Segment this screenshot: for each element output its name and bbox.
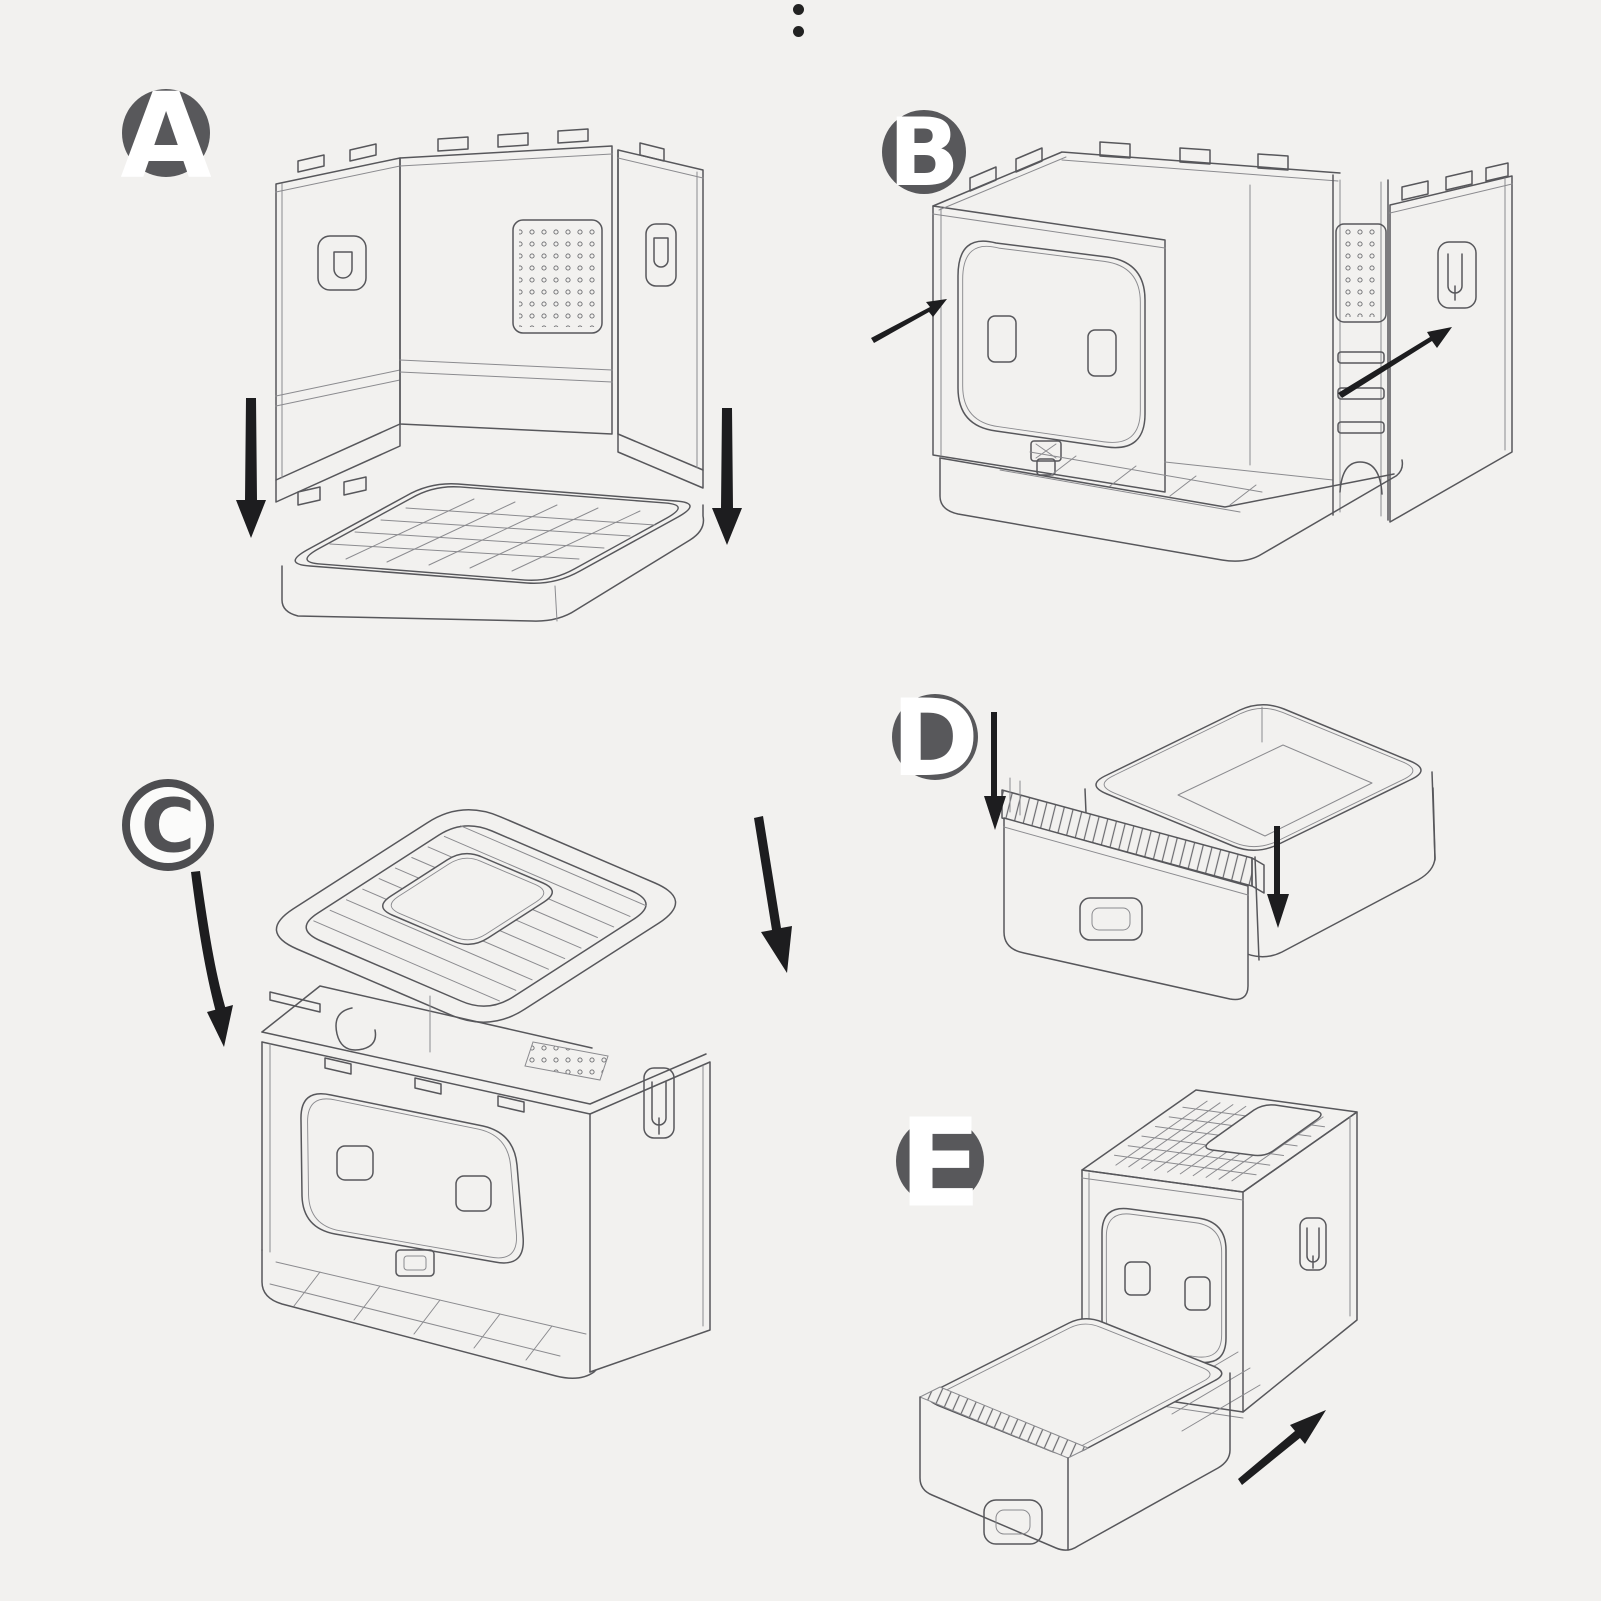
lid-opening — [382, 852, 553, 946]
arrow-push — [871, 299, 947, 343]
pulled-out-drawer — [919, 1318, 1231, 1551]
drawer-handle — [1079, 897, 1143, 941]
drawer-front — [1003, 817, 1249, 1001]
front-panel — [932, 205, 1166, 493]
magnet-pad — [336, 1145, 374, 1181]
base-tray — [281, 483, 705, 622]
arrow-down — [712, 408, 742, 545]
arrow-slide — [1238, 1410, 1326, 1485]
step-e-badge: E — [896, 1102, 984, 1224]
magnet-pad — [1184, 1276, 1211, 1311]
vent-grid — [1335, 223, 1387, 323]
step-a-drawing — [236, 128, 742, 622]
drawer-handle — [983, 1499, 1043, 1545]
fold-hinge-column — [1332, 174, 1389, 521]
step-d-badge: D — [891, 686, 979, 792]
latch — [1030, 440, 1062, 462]
waste-drawer — [1001, 777, 1265, 1001]
step-b-label: B — [888, 98, 960, 208]
magnet-pad — [455, 1175, 492, 1212]
box-body — [261, 985, 711, 1379]
arrow-down — [754, 816, 792, 973]
pagination-dot — [792, 26, 804, 37]
vent-grid — [512, 219, 603, 334]
vent-grid — [524, 1041, 609, 1081]
arrow-down — [191, 871, 227, 1016]
pagination-dots — [789, 4, 807, 37]
step-c-label: C — [140, 783, 196, 870]
arrow-down — [236, 398, 266, 538]
step-d-label: D — [891, 677, 979, 801]
arrow-push — [1338, 327, 1452, 398]
arrow-down — [207, 1005, 233, 1047]
handle-cutout — [1299, 1217, 1327, 1271]
step-b-drawing — [871, 141, 1513, 562]
handle-cutout — [645, 223, 677, 287]
rim-bar — [269, 991, 321, 1013]
magnet-pad — [1124, 1261, 1151, 1296]
base-tray — [939, 451, 1404, 562]
door-opening — [300, 1093, 524, 1264]
step-b-badge: B — [882, 106, 966, 200]
filter-grate — [919, 1386, 1089, 1459]
top-rim-tabs — [932, 141, 1341, 481]
handle-cutout — [1437, 241, 1477, 309]
magnet-pad — [1087, 329, 1117, 377]
step-d-drawing — [984, 704, 1436, 1001]
latch — [395, 1249, 435, 1277]
step-c-drawing — [191, 809, 792, 1379]
box-right-side — [1242, 1111, 1358, 1413]
magnet-pad — [987, 315, 1017, 363]
arrow-down — [1267, 826, 1289, 928]
door-opening — [957, 240, 1146, 449]
right-panel — [1389, 162, 1513, 523]
step-e-drawing — [919, 1089, 1358, 1551]
assembled-box — [1081, 1089, 1358, 1419]
top-lid — [275, 809, 677, 1023]
step-e-label: E — [898, 1092, 982, 1235]
side-panel-right — [617, 142, 704, 489]
step-a-badge: A — [120, 76, 211, 194]
arrow-down — [984, 712, 1006, 830]
top-opening — [1205, 1104, 1322, 1157]
hook-detail — [335, 1007, 377, 1051]
side-panel-left — [275, 143, 401, 506]
step-c-badge: C — [122, 779, 214, 871]
step-a-label: A — [120, 66, 212, 205]
pagination-dot — [792, 4, 804, 15]
handle-cutout — [643, 1067, 675, 1139]
handle-cutout — [317, 235, 367, 291]
side-panel-back — [399, 128, 619, 435]
